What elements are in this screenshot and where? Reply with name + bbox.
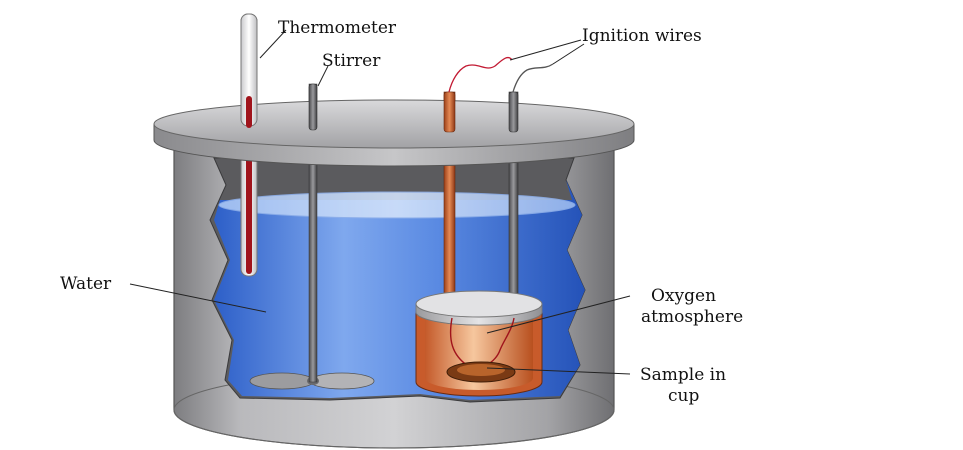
label-water: Water xyxy=(60,274,112,294)
vessel-lid xyxy=(153,99,635,167)
external-wire-gray xyxy=(512,63,554,93)
label-oxygen-line1: Oxygen xyxy=(651,286,716,306)
label-ignition-wires: Ignition wires xyxy=(582,26,702,46)
stirrer-paddle xyxy=(249,372,375,390)
bomb-container xyxy=(415,290,543,397)
sample xyxy=(457,364,505,376)
external-wire-red xyxy=(448,56,513,93)
label-thermometer: Thermometer xyxy=(278,18,397,38)
label-sample-line2: cup xyxy=(668,386,699,406)
ignition-wire-left-top xyxy=(443,91,456,133)
label-sample-line1: Sample in xyxy=(640,365,726,385)
stirrer-top xyxy=(308,83,318,131)
ignition-wire-right-top xyxy=(508,91,519,133)
label-oxygen-line2: atmosphere xyxy=(641,307,743,327)
water-surface xyxy=(218,191,576,219)
thermometer-fluid-top xyxy=(246,96,252,128)
leader-lines xyxy=(129,29,631,375)
label-stirrer: Stirrer xyxy=(322,51,381,71)
